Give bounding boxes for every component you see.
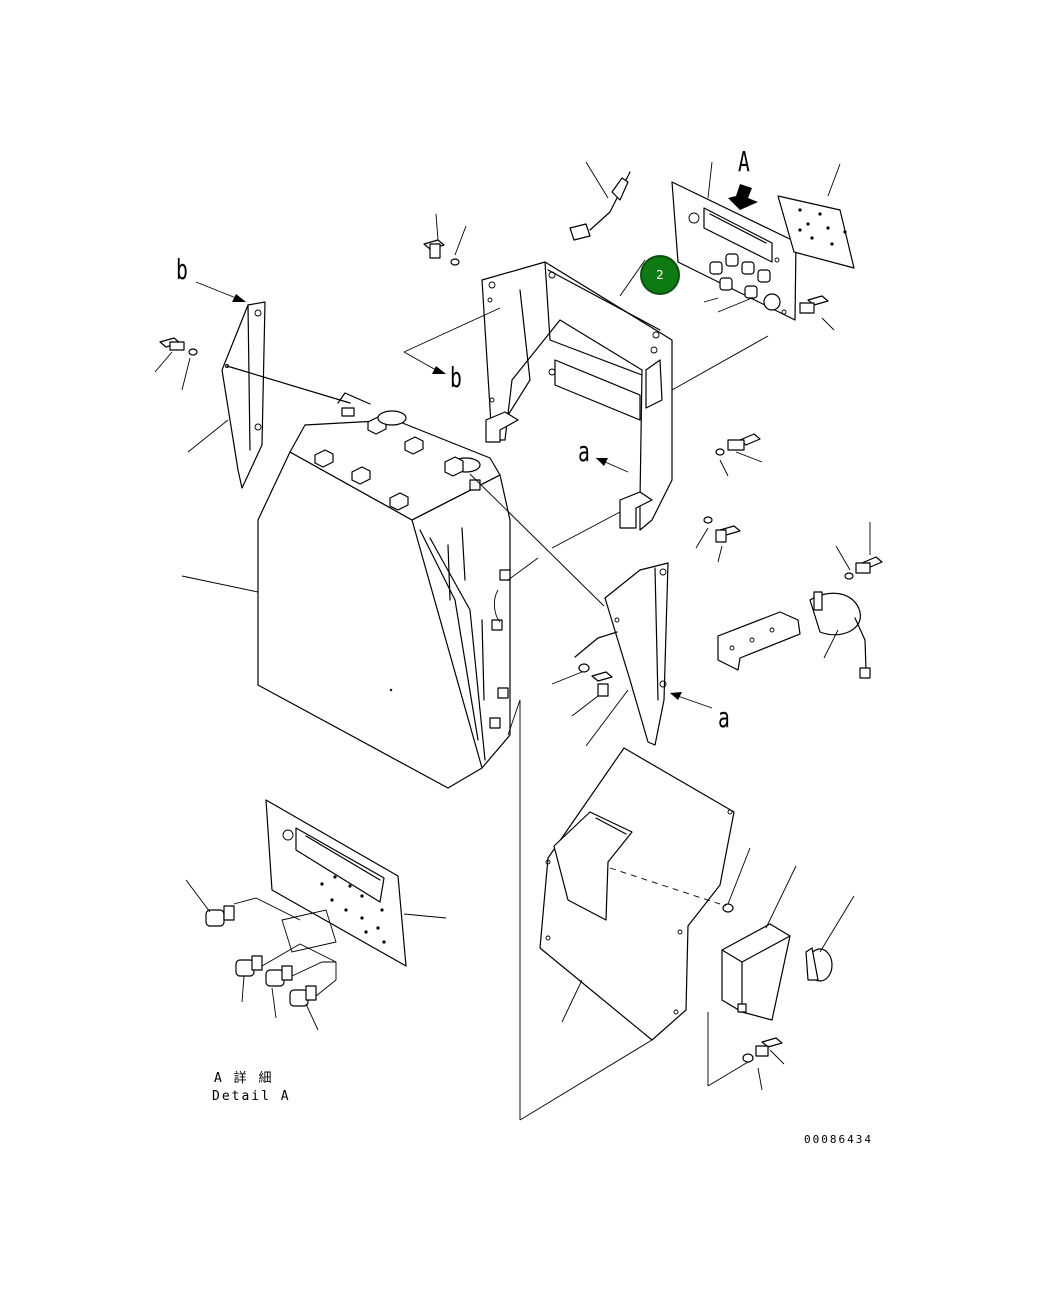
- label-view-a: A: [738, 145, 750, 178]
- callout-number: 2: [656, 268, 664, 282]
- buzzer-bracket: [717, 591, 871, 679]
- left-side-panel: [221, 301, 371, 489]
- upper-frame: [481, 261, 673, 531]
- label-view-a-mid: a: [578, 435, 590, 468]
- view-arrows: [195, 281, 713, 709]
- control-plate: [671, 181, 797, 321]
- detail-a-plate: [205, 799, 407, 1007]
- knob: [805, 947, 833, 982]
- label-view-b-left: b: [176, 253, 188, 286]
- callout-badge[interactable]: 2: [640, 255, 680, 295]
- right-side-panel: [574, 562, 669, 746]
- leader-lines: [154, 161, 871, 1121]
- connector-harness: [569, 171, 631, 241]
- label-view-a-lower: a: [718, 701, 730, 734]
- detail-label-en: Detail A: [212, 1089, 291, 1104]
- gasket-sheet: [777, 195, 855, 269]
- drawing-number: 00086434: [804, 1133, 873, 1146]
- bolts-and-washers: [159, 239, 883, 1063]
- floor-cover-plate: [539, 747, 735, 1041]
- main-cover-housing: [257, 407, 511, 789]
- label-view-b-center: b: [450, 361, 462, 394]
- detail-label-jp: A 詳 細: [214, 1071, 274, 1086]
- small-cover-box: [721, 923, 791, 1021]
